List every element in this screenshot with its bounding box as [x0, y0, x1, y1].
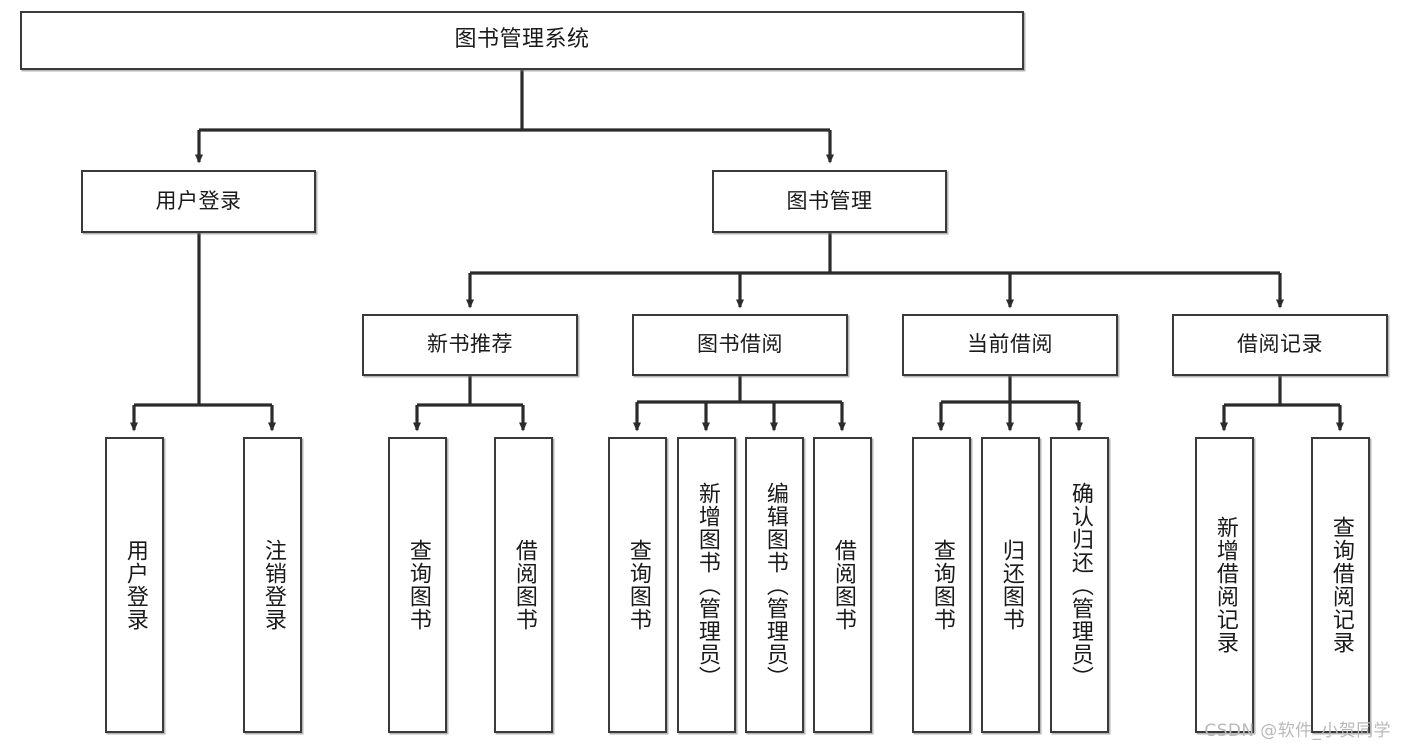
node-user-login[interactable]: 用户登录 — [81, 170, 316, 233]
node-leaf-user-logout[interactable]: 注销登录 — [243, 437, 302, 733]
node-label: 借阅图书 — [511, 539, 537, 631]
node-label: 图书借阅 — [697, 332, 783, 357]
node-leaf-add-record[interactable]: 新增借阅记录 — [1195, 437, 1254, 733]
node-leaf-confirm-return[interactable]: 确认归还（管理员） — [1050, 437, 1109, 733]
node-label: 确认归还（管理员） — [1067, 481, 1093, 689]
node-leaf-query-book-2[interactable]: 查询图书 — [608, 437, 667, 733]
node-label: 新增借阅记录 — [1212, 516, 1238, 654]
node-book-manage[interactable]: 图书管理 — [712, 170, 947, 233]
node-label: 查询图书 — [625, 539, 651, 631]
node-borrow-record[interactable]: 借阅记录 — [1172, 314, 1388, 376]
node-label: 查询图书 — [929, 539, 955, 631]
node-label: 查询借阅记录 — [1328, 516, 1354, 654]
node-book-borrow[interactable]: 图书借阅 — [632, 314, 848, 376]
node-label: 用户登录 — [122, 539, 148, 631]
node-leaf-user-login[interactable]: 用户登录 — [105, 437, 164, 733]
node-label: 当前借阅 — [967, 332, 1053, 357]
node-leaf-borrow-book-2[interactable]: 借阅图书 — [813, 437, 872, 733]
node-label: 用户登录 — [155, 188, 242, 213]
node-label: 归还图书 — [998, 539, 1024, 631]
node-current-borrow[interactable]: 当前借阅 — [902, 314, 1118, 376]
node-leaf-query-book-1[interactable]: 查询图书 — [388, 437, 447, 733]
node-label: 注销登录 — [260, 539, 286, 631]
node-leaf-return-book[interactable]: 归还图书 — [981, 437, 1040, 733]
node-label: 图书管理系统 — [454, 27, 590, 53]
node-leaf-edit-book[interactable]: 编辑图书（管理员） — [745, 437, 804, 733]
node-leaf-borrow-book-1[interactable]: 借阅图书 — [494, 437, 553, 733]
node-label: 图书管理 — [786, 188, 873, 213]
node-leaf-add-book[interactable]: 新增图书（管理员） — [677, 437, 736, 733]
node-label: 查询图书 — [405, 539, 431, 631]
node-label: 新增图书（管理员） — [694, 481, 720, 689]
node-label: 借阅记录 — [1237, 332, 1323, 357]
node-leaf-query-record[interactable]: 查询借阅记录 — [1311, 437, 1370, 733]
csdn-watermark: CSDN @软件_小贺同学 — [1204, 721, 1391, 741]
node-new-book-recommend[interactable]: 新书推荐 — [362, 314, 578, 376]
node-label: 借阅图书 — [830, 539, 856, 631]
node-root-book-management-system[interactable]: 图书管理系统 — [20, 11, 1024, 70]
node-label: 新书推荐 — [427, 332, 513, 357]
node-leaf-query-book-3[interactable]: 查询图书 — [912, 437, 971, 733]
node-label: 编辑图书（管理员） — [762, 481, 788, 689]
